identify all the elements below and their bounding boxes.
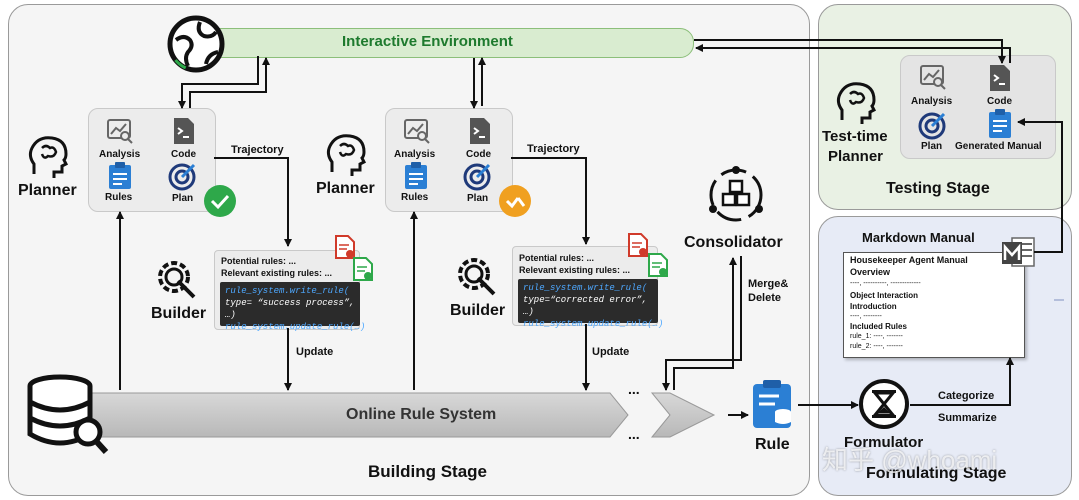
brain-head-icon-3 <box>836 82 877 124</box>
document-green-icon-2 <box>648 253 668 277</box>
consolidator-label: Consolidator <box>684 234 783 251</box>
builder-label-2: Builder <box>450 302 506 319</box>
code-line-type: type= “success process”, …) <box>225 298 355 320</box>
markdown-manual-title: Markdown Manual <box>862 230 975 245</box>
test-time-planner-label: Planner <box>828 148 884 165</box>
ellipsis-top: ... <box>628 381 640 397</box>
manual-dash-line-2: ----, -------- <box>850 313 882 320</box>
code-label: Code <box>171 149 196 160</box>
code-terminal-icon-2 <box>470 118 490 144</box>
rules-label: Rules <box>105 192 133 203</box>
manual-rule-2: rule_2: ----, ------- <box>850 343 903 350</box>
code-line-type-2: type=“corrected error”, …) <box>523 295 648 317</box>
rules-label-2: Rules <box>401 192 429 203</box>
plan-target-icon-2 <box>463 163 491 191</box>
warning-fix-icon <box>499 185 531 217</box>
builder-code-block-2: rule_system.write_rule( type=“corrected … <box>518 279 663 329</box>
plan-target-icon <box>168 163 196 191</box>
code-terminal-icon-3 <box>990 65 1010 91</box>
trajectory-label-2: Trajectory <box>527 143 580 155</box>
trajectory-label: Trajectory <box>231 144 284 156</box>
document-green-icon <box>353 257 373 281</box>
test-time-tools-box <box>900 55 1056 159</box>
plan-label: Plan <box>172 193 194 204</box>
ellipsis-bottom: ... <box>628 426 640 442</box>
interactive-environment-label: Interactive Environment <box>342 33 513 50</box>
watermark: 知乎 @whoami <box>822 445 998 475</box>
manual-object-interaction: Object Interaction <box>850 291 919 300</box>
rule-label: Rule <box>755 436 790 453</box>
analysis-icon <box>107 119 133 144</box>
gear-wrench-icon <box>158 261 196 299</box>
manual-overview: Overview <box>850 267 891 277</box>
formulator-label: Formulator <box>844 434 924 451</box>
update-label: Update <box>296 346 334 358</box>
rule-clipboard-icon <box>753 380 791 428</box>
markdown-m-icon <box>1002 237 1035 267</box>
analysis-icon-2 <box>404 119 430 144</box>
testing-stage-title: Testing Stage <box>886 180 990 197</box>
manual-dash-line-1: ----, ----------, ------------- <box>850 280 921 287</box>
planner-label: Planner <box>18 182 77 199</box>
code-terminal-icon <box>174 118 194 144</box>
merge-label: Merge& <box>748 278 789 290</box>
brain-head-icon-2 <box>326 134 367 176</box>
online-rule-system-label: Online Rule System <box>346 406 497 423</box>
rules-icon <box>109 162 131 189</box>
code-line-update-2: rule_system.update_rule(…) <box>523 319 664 329</box>
potential-rules-text-2: Potential rules: ... <box>519 253 595 263</box>
formulator-hourglass-icon <box>859 379 909 429</box>
planner-tools-box <box>88 108 216 212</box>
code-line-write-2: rule_system.write_rule( <box>523 283 648 293</box>
document-red-icon-2 <box>628 233 648 257</box>
builder-code-block: rule_system.write_rule( type= “success p… <box>220 282 365 332</box>
planner-label-2: Planner <box>316 180 375 197</box>
rules-icon-2 <box>405 162 427 189</box>
generated-manual-label: Generated Manual <box>955 141 1042 152</box>
delete-label: Delete <box>748 292 782 304</box>
document-red-icon <box>335 235 355 259</box>
relevant-rules-text: Relevant existing rules: ... <box>221 268 333 278</box>
rule-system-arrow-bar <box>89 392 716 438</box>
manual-document <box>843 252 1025 358</box>
builder-label: Builder <box>151 305 207 322</box>
plan-target-icon-3 <box>918 112 946 140</box>
analysis-label-3: Analysis <box>911 96 953 107</box>
analysis-label: Analysis <box>99 149 141 160</box>
planner-tools-box-2 <box>385 108 513 212</box>
code-line-write: rule_system.write_rule( <box>225 286 350 296</box>
manual-heading: Housekeeper Agent Manual <box>850 255 968 265</box>
analysis-label-2: Analysis <box>394 149 436 160</box>
gear-wrench-icon-2 <box>458 258 496 296</box>
code-line-update: rule_system.update_rule(…) <box>225 322 366 332</box>
code-label-2: Code <box>466 149 491 160</box>
test-time-label: Test-time <box>822 128 888 145</box>
analysis-icon-3 <box>920 65 946 90</box>
database-search-icon <box>27 374 109 455</box>
formulating-stage-title: Formulating Stage <box>866 465 1007 482</box>
update-label-2: Update <box>592 346 630 358</box>
manual-included-rules: Included Rules <box>850 322 907 331</box>
categorize-label: Categorize <box>938 390 995 402</box>
plan-label-3: Plan <box>921 141 943 152</box>
interactive-environment-bar <box>200 28 694 58</box>
code-label-3: Code <box>987 96 1012 107</box>
potential-rules-text: Potential rules: ... <box>221 256 297 266</box>
globe-icon <box>167 15 225 73</box>
relevant-rules-text-2: Relevant existing rules: ... <box>519 265 631 275</box>
manual-rule-1: rule_1: ----, ------- <box>850 333 903 340</box>
plan-label-2: Plan <box>467 193 489 204</box>
generated-manual-icon <box>989 109 1011 138</box>
summarize-label: Summarize <box>938 412 997 424</box>
consolidator-cubes-icon <box>709 166 763 222</box>
manual-introduction: Introduction <box>850 302 897 311</box>
building-stage-title: Building Stage <box>368 462 487 481</box>
success-check-icon <box>204 185 236 217</box>
brain-head-icon <box>28 136 69 178</box>
